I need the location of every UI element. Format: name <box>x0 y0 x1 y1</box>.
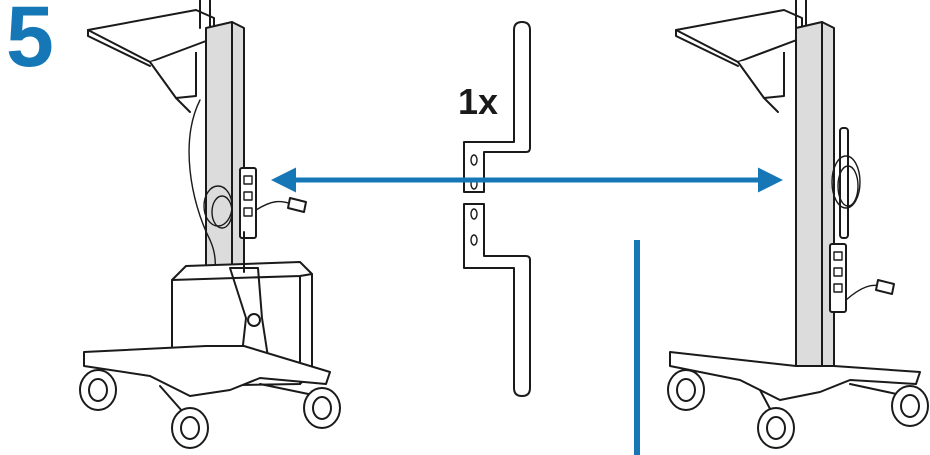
step-number: 5 <box>6 0 54 85</box>
caster-wheel <box>303 387 341 429</box>
caster-wheel <box>79 369 117 411</box>
caster-wheel <box>171 407 209 449</box>
quantity-label: 1x <box>458 81 499 122</box>
caster-wheel <box>891 385 929 427</box>
mounting-bracket-part <box>463 21 531 397</box>
cart-with-bag-left <box>79 0 341 449</box>
caster-wheel <box>667 369 705 411</box>
caster-wheel <box>757 407 795 449</box>
cart-without-bag-right <box>667 0 929 449</box>
